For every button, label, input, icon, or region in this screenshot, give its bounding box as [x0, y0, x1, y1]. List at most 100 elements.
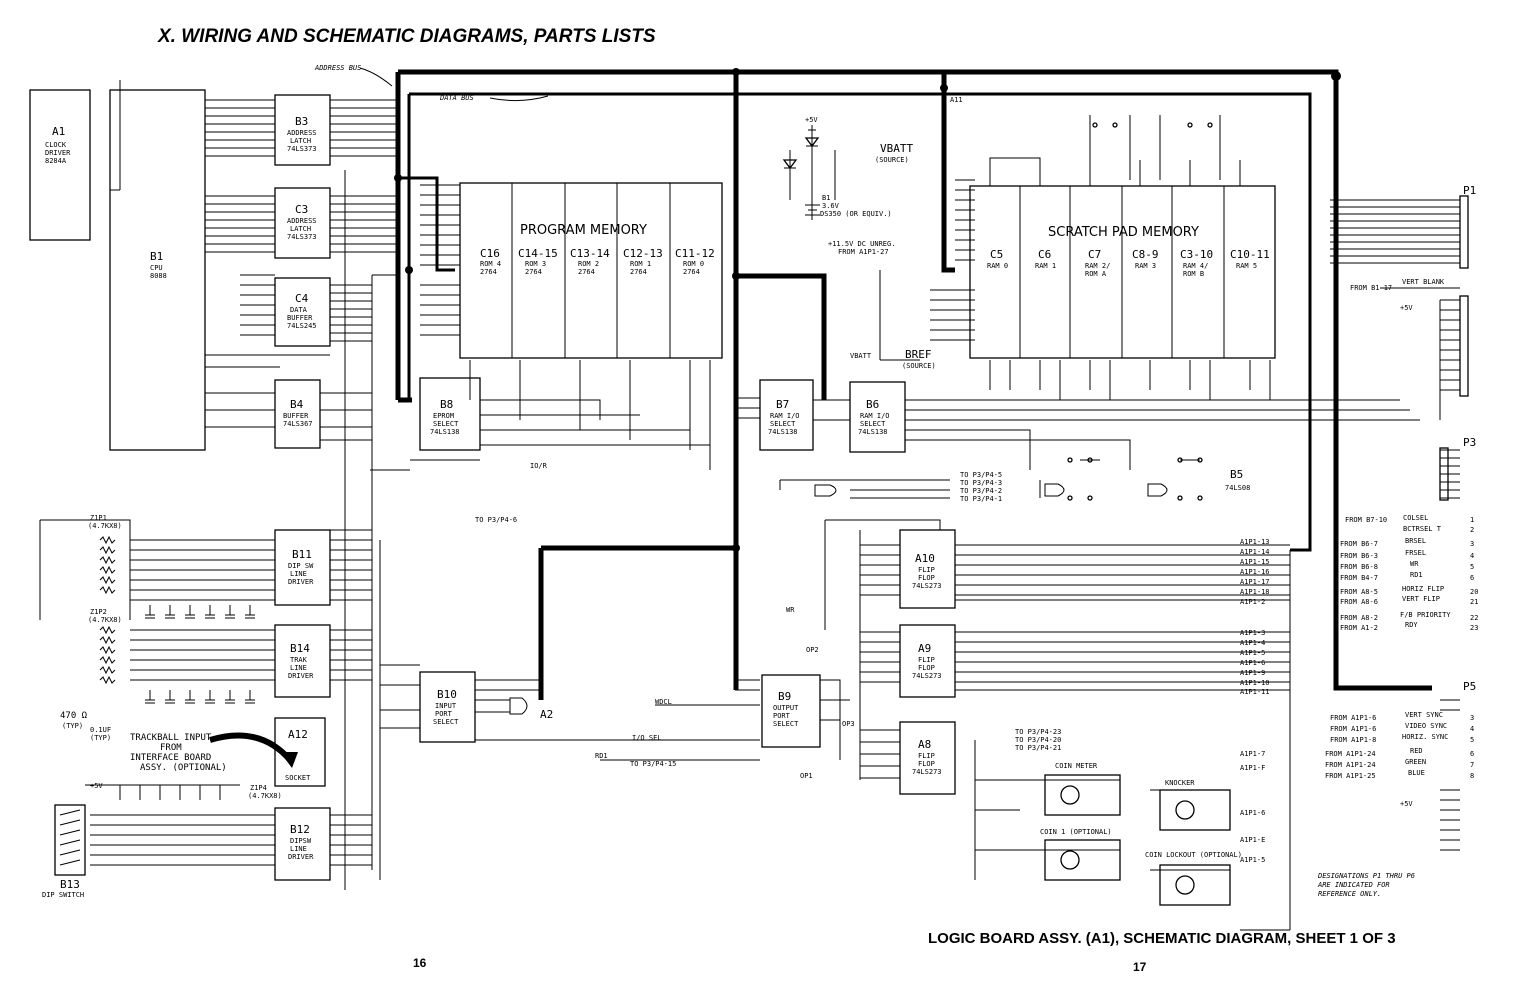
- to-p3p4-label: TO P3/P4-6: [475, 516, 517, 524]
- address-bus-label: ADDRESS BUS: [314, 64, 361, 72]
- b6-ref: B6: [866, 398, 879, 411]
- svg-text:22: 22: [1470, 614, 1478, 622]
- to-p3p4-label: TO P3/P4-3: [960, 479, 1002, 487]
- svg-text:3: 3: [1470, 714, 1474, 722]
- b6-desc: RAM I/O: [860, 412, 890, 420]
- svg-text:A1P1-F: A1P1-F: [1240, 764, 1265, 772]
- bus-junction: [405, 266, 413, 274]
- a8-desc: FLOP: [918, 760, 935, 768]
- plus5-label: +5V: [805, 116, 818, 124]
- bus-junction: [394, 174, 402, 182]
- a9-desc: FLOP: [918, 664, 935, 672]
- b14-desc: DRIVER: [288, 672, 314, 680]
- a10-ref: A10: [915, 552, 935, 565]
- battery-label: B1: [822, 194, 830, 202]
- io-r-label: IO/R: [530, 462, 548, 470]
- ram-ref: C6: [1038, 248, 1051, 261]
- svg-text:A1P1-7: A1P1-7: [1240, 750, 1265, 758]
- ram-role: RAM 0: [987, 262, 1008, 270]
- svg-text:6: 6: [1470, 574, 1474, 582]
- p3-signal-list: FROM B7-10 COLSEL 1 BCTRSEL T 2 FROM B6-…: [1340, 514, 1478, 632]
- svg-text:FROM A1P1-8: FROM A1P1-8: [1330, 736, 1376, 744]
- c3-desc: 74LS373: [287, 233, 317, 241]
- rp4-label: (4.7KX8): [248, 792, 282, 800]
- designations-note: DESIGNATIONS P1 THRU P6: [1317, 872, 1415, 880]
- ram-part: ROM B: [1183, 270, 1204, 278]
- a1-desc: CLOCK: [45, 141, 67, 149]
- b10-ref: B10: [437, 688, 457, 701]
- b8-ref: B8: [440, 398, 453, 411]
- svg-text:HORIZ. SYNC: HORIZ. SYNC: [1402, 733, 1448, 741]
- arrow-head-icon: [280, 752, 298, 768]
- p5-signal-list: FROM A1P1-6 VERT SYNC 3 FROM A1P1-6 VIDE…: [1325, 711, 1474, 780]
- p5-connector-label: P5: [1463, 680, 1476, 693]
- b4-desc: 74LS367: [283, 420, 313, 428]
- coin-circuits: [1044, 774, 1231, 906]
- b12-desc: LINE: [290, 845, 307, 853]
- svg-text:FROM B6-7: FROM B6-7: [1340, 540, 1378, 548]
- address-bus-arrow: [359, 67, 393, 87]
- svg-text:VERT SYNC: VERT SYNC: [1405, 711, 1443, 719]
- a8-desc: 74LS273: [912, 768, 942, 776]
- p5-pins: [1440, 699, 1460, 851]
- rom-ref: C11-12: [675, 247, 715, 260]
- svg-text:FROM A1P1-6: FROM A1P1-6: [1330, 725, 1376, 733]
- b8-desc: 74LS138: [430, 428, 460, 436]
- svg-text:A1P1-14: A1P1-14: [1240, 548, 1270, 556]
- c3-desc: ADDRESS: [287, 217, 317, 225]
- svg-text:HORIZ FLIP: HORIZ FLIP: [1402, 585, 1444, 593]
- io-sel-label: I/O SEL: [632, 734, 662, 742]
- svg-text:BRSEL: BRSEL: [1405, 537, 1426, 545]
- svg-text:A1P1-15: A1P1-15: [1240, 558, 1270, 566]
- svg-text:20: 20: [1470, 588, 1478, 596]
- b7-chip: [759, 379, 814, 451]
- data-bus: [398, 92, 1312, 552]
- b5-gate: [1044, 483, 1065, 497]
- ram-role: RAM 5: [1236, 262, 1257, 270]
- svg-text:A1P1-13: A1P1-13: [1240, 538, 1270, 546]
- svg-text:7: 7: [1470, 761, 1474, 769]
- bus-junction: [732, 68, 740, 76]
- designations-note: ARE INDICATED FOR: [1317, 881, 1390, 889]
- rom-part: 2764: [480, 268, 497, 276]
- svg-text:FROM A8-5: FROM A8-5: [1340, 588, 1378, 596]
- a8-outputs: A1P1-7 A1P1-F A1P1-6 A1P1-E A1P1-5: [1240, 750, 1265, 864]
- from-b1-label: FROM B1-17: [1350, 284, 1392, 292]
- a8-ref: A8: [918, 738, 931, 751]
- op1-label: OP1: [800, 772, 813, 780]
- c3-chip: [274, 187, 331, 259]
- to-p3p4-label: TO P3/P4-20: [1015, 736, 1061, 744]
- ram-role: RAM 1: [1035, 262, 1056, 270]
- bus-junction: [732, 544, 740, 552]
- a9-ref: A9: [918, 642, 931, 655]
- ram-ref: C10-11: [1230, 248, 1270, 261]
- svg-text:VIDEO SYNC: VIDEO SYNC: [1405, 722, 1447, 730]
- b10-desc: INPUT: [435, 702, 457, 710]
- c4-desc: BUFFER: [287, 314, 313, 322]
- rp4-label: Z1P4: [250, 784, 267, 792]
- c3-desc: LATCH: [290, 225, 311, 233]
- rom-part: 2764: [525, 268, 542, 276]
- svg-text:A1P1-9: A1P1-9: [1240, 669, 1265, 677]
- data-bus-label: DATA BUS: [439, 94, 474, 102]
- ram-role: RAM 2/: [1085, 262, 1110, 270]
- rp1-label: (4.7KX8): [88, 522, 122, 530]
- to-p3p4-label: TO P3/P4-21: [1015, 744, 1061, 752]
- b6-desc: SELECT: [860, 420, 886, 428]
- vbatt-label: VBATT: [850, 352, 872, 360]
- svg-text:A1P1-6: A1P1-6: [1240, 809, 1265, 817]
- svg-text:A1P1-E: A1P1-E: [1240, 836, 1265, 844]
- svg-text:FROM A1P1-24: FROM A1P1-24: [1325, 750, 1376, 758]
- svg-text:23: 23: [1470, 624, 1478, 632]
- ram-ref: C5: [990, 248, 1003, 261]
- resistor-note: 470 Ω: [60, 711, 88, 721]
- trackball-note: TRACKBALL INPUT: [130, 733, 212, 743]
- b10-desc: PORT: [435, 710, 453, 718]
- program-memory-title: PROGRAM MEMORY: [520, 223, 647, 238]
- svg-text:RED: RED: [1410, 747, 1423, 755]
- source-label: (SOURCE): [875, 156, 909, 164]
- scratch-pad-title: SCRATCH PAD MEMORY: [1048, 225, 1199, 240]
- wr-label: WR: [786, 606, 795, 614]
- svg-text:A1P1-5: A1P1-5: [1240, 856, 1265, 864]
- rom-ref: C16: [480, 247, 500, 260]
